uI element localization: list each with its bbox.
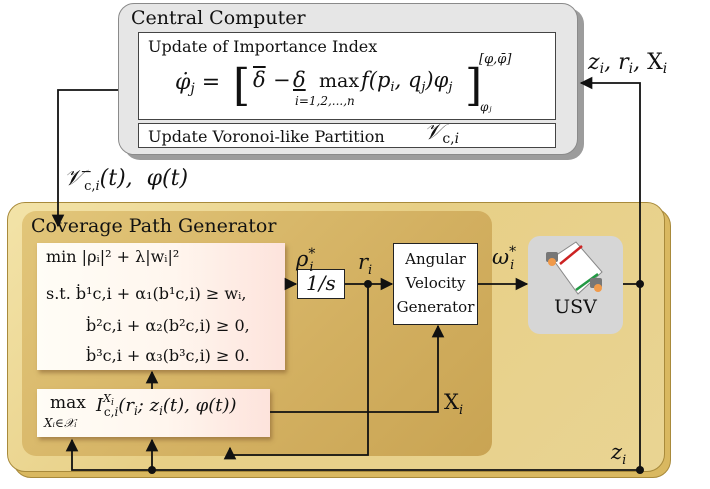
wire-feedback-up <box>579 76 641 470</box>
importance-eq-max-sub: i=1,2,...,n <box>295 94 355 108</box>
wire-r-down <box>223 284 369 460</box>
max-subscript: Xᵢ∈𝒳ᵢ <box>44 416 77 430</box>
angular-line-2: Velocity <box>405 274 466 292</box>
qp-min-line: min |ρᵢ|² + λ|wᵢ|² <box>46 247 180 266</box>
max-box <box>37 389 270 437</box>
importance-eq-bracket-right: ] <box>465 60 483 111</box>
importance-eq-bracket-left: [ <box>233 60 251 111</box>
integrator-block <box>297 269 345 299</box>
wire-x <box>270 324 445 413</box>
qp-box <box>37 243 285 370</box>
importance-eq-f: f(pi, qj)φj <box>361 68 453 95</box>
importance-eq-max: max <box>319 70 360 92</box>
wire-z-bottom <box>65 438 640 471</box>
central-computer-title: Central Computer <box>131 7 306 29</box>
importance-eq-lhs: φ̇j = <box>175 70 221 97</box>
rho-star-label: ρ*i <box>296 246 316 275</box>
x-i-label: Xi <box>444 390 464 418</box>
qp-constraint-3: ḃ³c,i + α₃(b³c,i) ≥ 0. <box>86 346 250 365</box>
junction-bottom-left <box>148 466 156 474</box>
coverage-generator-title: Coverage Path Generator <box>31 215 277 237</box>
importance-equation: φ̇j = [ δ − δ max i=1,2,...,n f(pi, qj)φ… <box>175 52 545 118</box>
angular-line-3: Generator <box>396 298 475 316</box>
importance-eq-lower-bound: φⱼ <box>480 100 492 114</box>
angular-line-1: Angular <box>405 250 466 268</box>
omega-star-label: ω*i <box>492 244 517 273</box>
importance-eq-delta-bar: δ <box>253 68 266 92</box>
usv-icon <box>546 241 603 295</box>
importance-eq-delta-under: δ <box>293 68 306 92</box>
max-expression: IXic,i(ri; zi(t), φ(t)) <box>96 392 237 419</box>
usv-label: USV <box>554 296 597 318</box>
importance-eq-upper-bound: [φ̲,φ̄] <box>479 52 512 67</box>
wire-partition-down <box>51 89 118 228</box>
partition-out-label: 𝒱−c,i(t), φ(t) <box>64 164 189 194</box>
importance-eq-minus: − <box>273 68 291 92</box>
qp-constraint-2: ḃ²c,i + α₂(b²c,i) ≥ 0, <box>86 316 250 335</box>
qp-st-line: s.t. ḃ¹c,i + α₁(b¹c,i) ≥ wᵢ, <box>46 284 247 303</box>
importance-index-label: Update of Importance Index <box>148 37 378 56</box>
r-i-label: ri <box>358 250 373 278</box>
max-operator: max <box>50 393 86 413</box>
angular-velocity-block <box>393 243 478 325</box>
junction-usv <box>636 280 644 288</box>
junction-r <box>364 280 372 288</box>
importance-index-box <box>138 32 556 120</box>
voronoi-box <box>138 123 556 148</box>
junction-bottom-right <box>636 466 644 474</box>
integrator-label: 1/s <box>306 271 336 295</box>
voronoi-symbol: 𝒱c,i <box>424 120 460 147</box>
voronoi-label: Update Voronoi-like Partition <box>148 127 385 146</box>
feedback-top-label: zi, ri, Xi <box>588 50 668 77</box>
z-i-bottom-label: zi <box>611 440 627 468</box>
